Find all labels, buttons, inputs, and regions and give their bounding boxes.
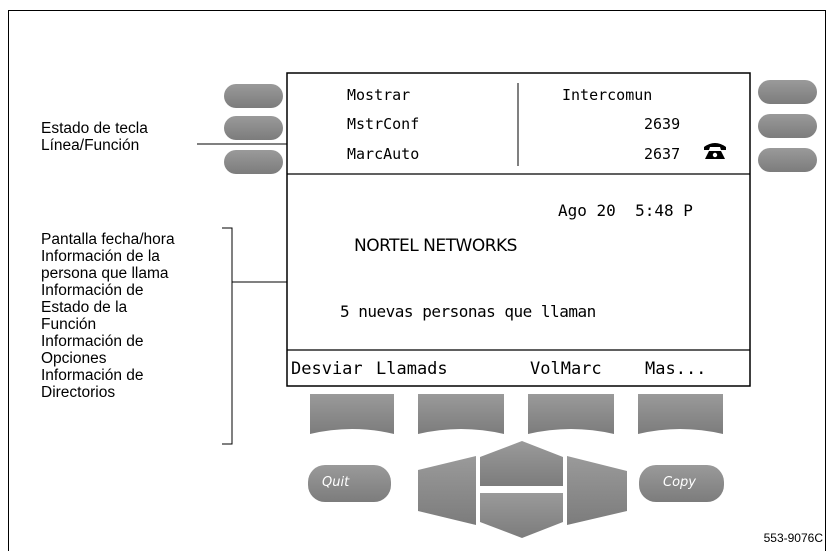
quit-button[interactable] (308, 465, 391, 502)
softkey-1[interactable] (310, 394, 394, 434)
softkey-2[interactable] (418, 394, 504, 434)
key-label-2639: 2639 (644, 115, 681, 133)
copy-button-label: Copy (663, 475, 696, 490)
quit-button-label: Quit (322, 475, 350, 490)
key-label-2637: 2637 (644, 145, 681, 163)
line-key-right-2[interactable] (758, 114, 817, 138)
display-info-label-4: Información de (41, 282, 144, 299)
line-key-status-label-1: Estado de tecla (41, 120, 148, 137)
softkey-label-llamads: Llamads (376, 359, 448, 379)
key-label-mostrar: Mostrar (347, 86, 411, 104)
line-key-left-1[interactable] (224, 84, 283, 108)
display-datetime: Ago 20 5:48 P (558, 201, 693, 220)
figure-id: 553-9076C (763, 531, 823, 545)
softkey-3[interactable] (528, 394, 614, 434)
line-key-status-label-2: Línea/Función (41, 137, 140, 154)
display-status: 5 nuevas personas que llaman (340, 302, 596, 321)
nav-left-button[interactable] (418, 456, 476, 525)
display-info-label-2: Información de la (41, 248, 160, 265)
figure-frame (8, 10, 826, 551)
line-key-left-3[interactable] (224, 150, 283, 174)
callout-bracket (222, 227, 233, 445)
display-info-label-9: Información de (41, 367, 144, 384)
nav-down-button[interactable] (480, 493, 563, 538)
softkey-4[interactable] (638, 394, 723, 434)
nav-up-button[interactable] (480, 441, 563, 486)
softkey-label-mas: Mas... (645, 359, 707, 379)
line-key-right-3[interactable] (758, 148, 817, 172)
display-info-label-1: Pantalla fecha/hora (41, 231, 175, 248)
display-info-label-7: Información de (41, 333, 144, 350)
display-info-label-3: persona que llama (41, 265, 169, 282)
display-info-label-6: Función (41, 316, 97, 333)
display-info-label-8: Opciones (41, 350, 107, 367)
softkey-label-desviar: Desviar (291, 359, 363, 379)
line-key-left-2[interactable] (224, 116, 283, 140)
softkey-label-volmarc: VolMarc (530, 359, 602, 379)
line-key-right-1[interactable] (758, 80, 817, 104)
copy-button[interactable] (639, 465, 724, 502)
display-company: NORTEL NETWORKS (354, 236, 517, 256)
telephone-icon (704, 143, 726, 159)
display-info-label-5: Estado de la (41, 299, 128, 316)
nav-right-button[interactable] (567, 456, 627, 525)
display-info-label-10: Directorios (41, 384, 116, 401)
key-label-marcauto: MarcAuto (347, 145, 420, 163)
key-label-mstrconf: MstrConf (347, 115, 420, 133)
key-label-intercomun: Intercomun (562, 86, 653, 104)
